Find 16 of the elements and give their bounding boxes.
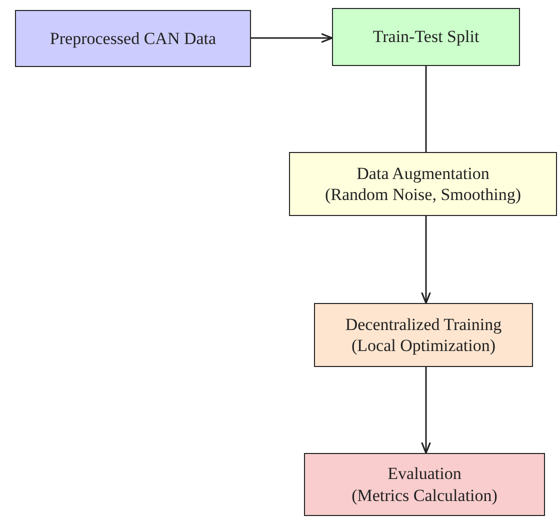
box-title: Train-Test Split: [372, 26, 480, 48]
box-title: Preprocessed CAN Data: [50, 28, 216, 50]
box-title: Evaluation: [388, 463, 462, 484]
box-title: Data Augmentation: [356, 162, 490, 184]
process-box: [332, 8, 520, 66]
process-box: [289, 152, 557, 216]
arrow: [251, 33, 333, 43]
process-box: [314, 303, 533, 367]
box-subtitle: (Random Noise, Smoothing): [325, 184, 521, 206]
box-subtitle: (Metrics Calculation): [352, 484, 498, 506]
arrow: [421, 367, 431, 454]
arrow: [421, 216, 431, 304]
process-box: [304, 453, 545, 516]
process-box: [15, 10, 251, 67]
box-title: Decentralized Training: [345, 314, 502, 335]
box-subtitle: (Local Optimization): [352, 335, 496, 356]
